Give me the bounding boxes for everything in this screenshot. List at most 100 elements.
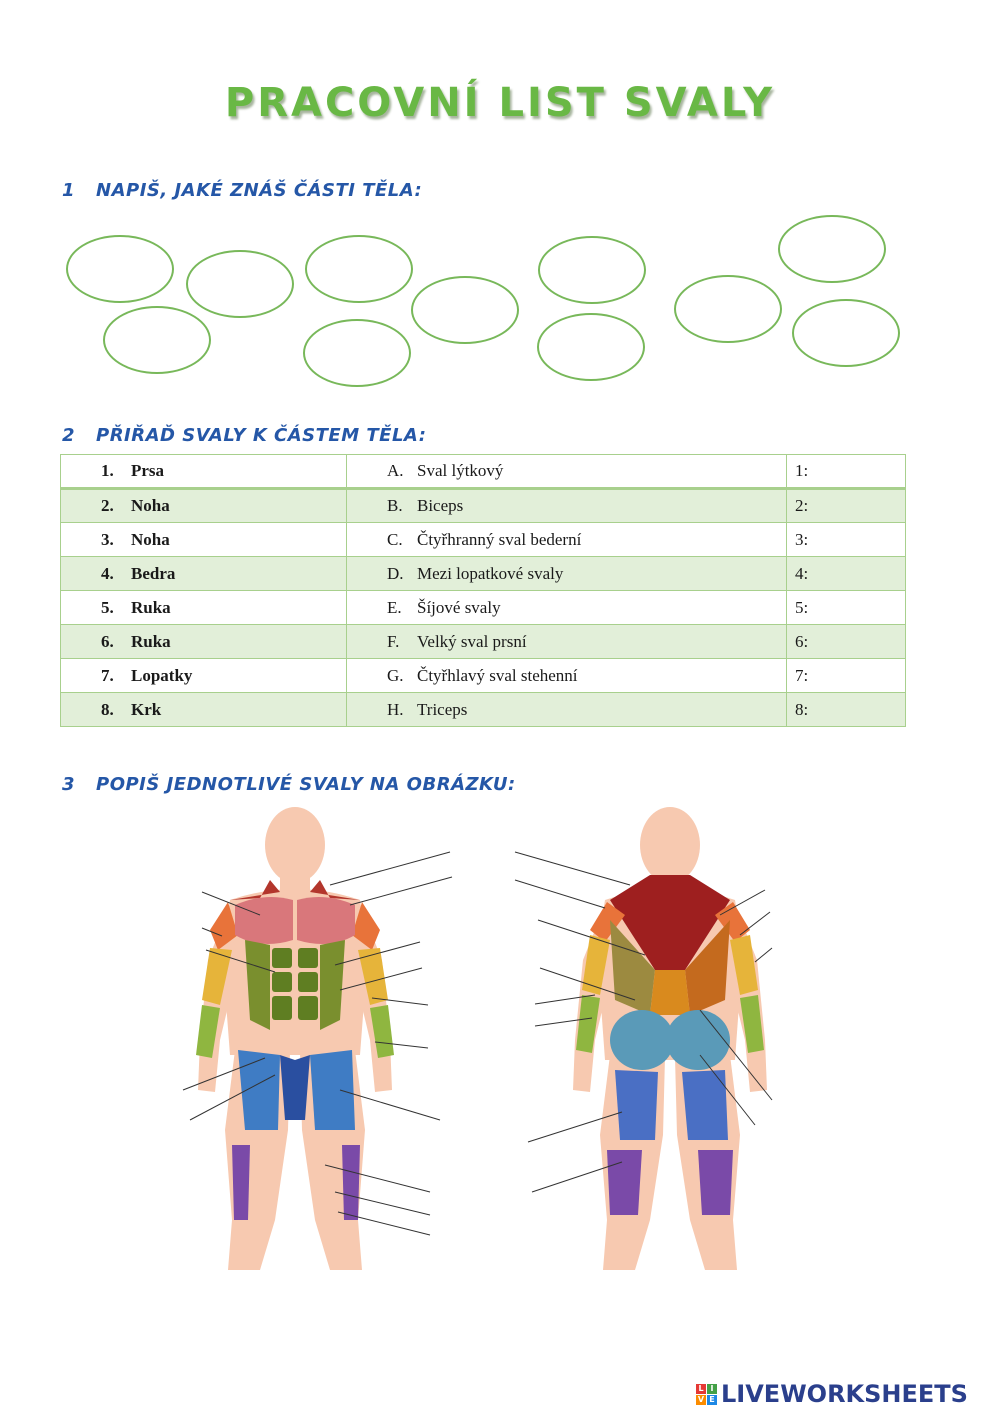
answer-cell[interactable]: 8: [786,692,906,727]
section-2-number: 2 [62,425,76,446]
muscle-diagram [182,807,773,1270]
answer-oval-5[interactable] [303,319,411,387]
table-row: 6. Ruka F. Velký sval prsní 6: [60,624,906,659]
row-number: 3. [101,529,114,549]
back-body-figure [514,807,773,1270]
answer-cell[interactable]: 4: [786,556,906,591]
answer-oval-3[interactable] [305,235,413,303]
muscle-cell: A. Sval lýtkový [346,454,787,490]
muscle-cell: C.Čtyřhranný sval bederní [346,522,787,557]
table-row: 7. Lopatky G. Čtyřhlavý sval stehenní 7: [60,658,906,693]
row-number: 8. [101,699,114,719]
answer-label: 5: [795,597,809,617]
body-part-label: Lopatky [131,665,193,685]
table-row: 3. Noha C.Čtyřhranný sval bederní 3: [60,522,906,557]
muscle-letter: H. [387,699,404,719]
answer-label: 4: [795,563,809,583]
body-part-label: Ruka [131,631,171,651]
answer-cell[interactable]: 3: [786,522,906,557]
answer-cell[interactable]: 7: [786,658,906,693]
body-part-label: Krk [131,699,162,719]
answer-label: 7: [795,665,809,685]
muscle-letter: A. [387,461,404,480]
muscle-label: Velký sval prsní [417,631,527,651]
row-number: 5. [101,597,114,617]
muscle-letter: D. [387,563,404,583]
table-row: 1. Prsa A. Sval lýtkový 1: [60,454,906,490]
section-1-heading: 1 Napiš, jaké znáš části těla: [62,180,422,201]
section-3-heading: 3 Popiš jednotlivé svaly na obrázku: [62,774,516,795]
section-3-number: 3 [62,774,76,795]
logo-letter-i: I [707,1383,717,1394]
muscle-cell: H. Triceps [346,692,787,727]
answer-oval-9[interactable] [674,275,782,343]
body-part-label: Ruka [131,597,171,617]
muscle-letter: G. [387,665,404,685]
muscle-label: Sval lýtkový [417,461,504,480]
body-part-cell: 4. Bedra [60,556,347,591]
answer-cell[interactable]: 6: [786,624,906,659]
answer-label: 6: [795,631,809,651]
body-part-label: Bedra [131,563,176,583]
answer-oval-10[interactable] [778,215,886,283]
answer-oval-11[interactable] [792,299,900,367]
muscle-letter: F. [387,631,400,651]
muscle-cell: F. Velký sval prsní [346,624,787,659]
answer-oval-4[interactable] [103,306,211,374]
muscle-label: Šíjové svaly [417,597,501,617]
logo-tiles: L I V E [696,1383,717,1405]
row-number: 1. [101,461,114,480]
body-part-cell: 7. Lopatky [60,658,347,693]
table-row: 2. Noha B. Biceps 2: [60,488,906,523]
muscle-letter: E. [387,597,402,617]
matching-table: 1. Prsa A. Sval lýtkový 1: 2. Noha B. Biceps 2: 3.… [60,454,906,727]
body-part-cell: 8. Krk [60,692,347,727]
answer-oval-1[interactable] [66,235,174,303]
answer-oval-2[interactable] [186,250,294,318]
body-part-label: Noha [131,496,170,515]
answer-oval-7[interactable] [538,236,646,304]
muscle-letter: C. [387,529,403,549]
table-row: 8. Krk H. Triceps 8: [60,692,906,727]
answer-label: 2: [795,496,809,515]
table-row: 5. Ruka E. Šíjové svaly 5: [60,590,906,625]
body-part-label: Noha [131,529,170,549]
answer-oval-6[interactable] [411,276,519,344]
front-body-figure [182,807,453,1270]
worksheet-title: Pracovní list svaly [224,80,776,126]
section-2-heading: 2 Přiřaď svaly k částem těla: [62,425,426,446]
body-part-cell: 6. Ruka [60,624,347,659]
answer-ovals [0,0,1000,420]
muscle-letter: B. [387,496,403,515]
answer-cell[interactable]: 2: [786,488,906,523]
section-3-text: Popiš jednotlivé svaly na obrázku: [96,774,516,795]
logo-text: LIVEWORKSHEETS [721,1380,968,1408]
logo-letter-v: V [696,1394,706,1405]
logo-letter-l: L [696,1383,706,1394]
row-number: 4. [101,563,114,583]
section-1-text: Napiš, jaké znáš části těla: [96,180,423,201]
body-part-cell: 1. Prsa [60,454,347,490]
answer-label: 3: [795,529,809,549]
answer-cell[interactable]: 1: [786,454,906,490]
muscle-label: Triceps [417,699,468,719]
logo-letter-e: E [707,1394,717,1405]
row-number: 6. [101,631,114,651]
muscle-label: Biceps [417,496,464,515]
answer-oval-8[interactable] [537,313,645,381]
liveworksheets-logo: L I V E LIVEWORKSHEETS [696,1378,996,1410]
muscle-label: Mezi lopatkové svaly [417,563,564,583]
muscle-label: Čtyřhlavý sval stehenní [417,665,578,685]
answer-cell[interactable]: 5: [786,590,906,625]
row-number: 2. [101,496,114,515]
body-part-label: Prsa [131,461,165,480]
table-row: 4. Bedra D. Mezi lopatkové svaly 4: [60,556,906,591]
answer-label: 1: [795,461,809,480]
body-part-cell: 2. Noha [60,488,347,523]
muscle-cell: D. Mezi lopatkové svaly [346,556,787,591]
section-1-number: 1 [62,180,76,201]
muscle-cell: E. Šíjové svaly [346,590,787,625]
body-part-cell: 5. Ruka [60,590,347,625]
row-number: 7. [101,665,114,685]
section-2-text: Přiřaď svaly k částem těla: [96,425,427,446]
